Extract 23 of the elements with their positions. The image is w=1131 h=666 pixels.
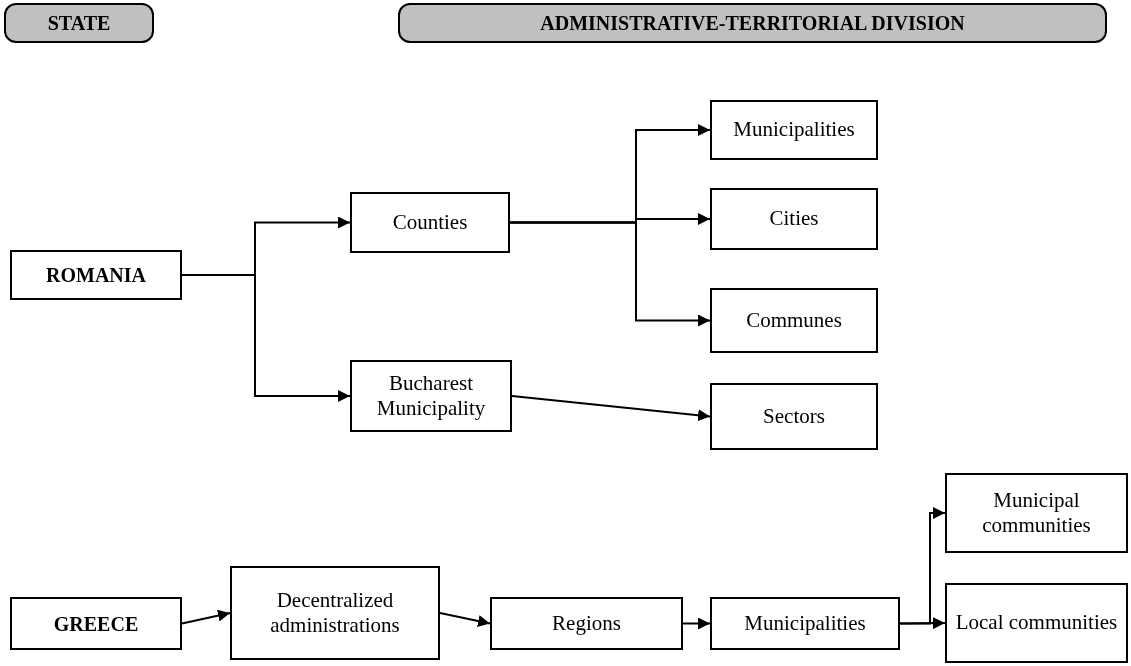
arrow [682,617,711,630]
node-box: ROMANIA [10,250,182,300]
node-box: Municipal communities [945,473,1128,553]
arrow [509,221,711,327]
node-box: Counties [350,192,510,253]
node-box: Municipalities [710,100,878,160]
node-box: GREECE [10,597,182,650]
node-box: Communes [710,288,878,353]
node-box: Bucharest Municipality [350,360,512,432]
arrow [439,612,491,627]
node-box: Municipalities [710,597,900,650]
arrow [181,274,351,402]
node-box: Cities [710,188,878,250]
node-box: Decentralized administrations [230,566,440,660]
arrow [899,617,946,630]
node-box: Sectors [710,383,878,450]
header-box: ADMINISTRATIVE-TERRITORIAL DIVISION [398,3,1107,43]
node-box: Local communities [945,583,1128,663]
arrow [899,507,946,625]
arrow [511,395,711,422]
header-box: STATE [4,3,154,43]
node-box: Regions [490,597,683,650]
arrow [181,609,231,625]
